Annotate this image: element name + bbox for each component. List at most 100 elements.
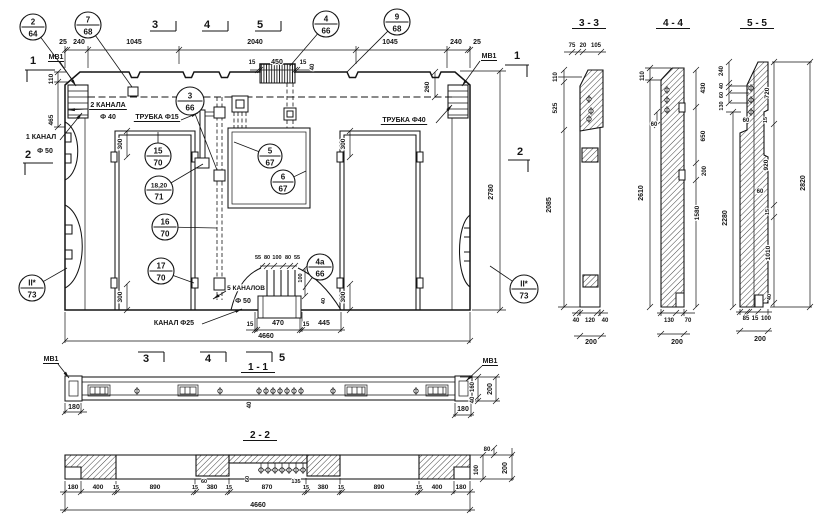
dim-label: 70 xyxy=(685,318,692,324)
dim-label: 40 xyxy=(573,318,580,324)
junction-boxes xyxy=(213,95,297,291)
dim-label: 2280 xyxy=(722,210,729,226)
channel-sill xyxy=(257,295,302,319)
section-2-2-view xyxy=(64,454,471,480)
dim-label: 2 xyxy=(25,149,31,161)
dim-label: 1 xyxy=(30,55,36,67)
dim-label: 3 - 3 xyxy=(579,18,599,29)
dim-label: 5 xyxy=(279,352,285,364)
balloon-sheet-number: 68 xyxy=(84,28,93,37)
dim-label: 2 xyxy=(517,146,523,158)
dim-label: 200 xyxy=(502,462,509,474)
dim-label: 445 xyxy=(318,320,330,327)
balloon-position-number: 18,20 xyxy=(151,183,168,190)
balloon-sheet-number: 67 xyxy=(279,185,288,194)
dim-label: 240 xyxy=(73,39,85,46)
balloon-position-number: 9 xyxy=(395,13,400,22)
dim-label: 180 xyxy=(457,406,469,413)
balloon-position-number: 4а xyxy=(316,258,325,267)
dim-label: 180 xyxy=(456,484,467,491)
dim-label: 130 xyxy=(719,101,725,110)
dim-label: 100 xyxy=(761,316,772,322)
dim-label: 25 xyxy=(473,39,481,46)
dim-label: 75 xyxy=(569,43,576,49)
dim-label: 200 xyxy=(671,339,683,346)
dim-label: ТРУБКА Ф15 xyxy=(135,114,178,121)
channel-boxes xyxy=(87,384,449,397)
dim-label: 2 КАНАЛА xyxy=(90,102,125,109)
dim-label: 400 xyxy=(432,484,443,491)
dim-label: 60 xyxy=(719,92,725,98)
balloon-sheet-number: 64 xyxy=(29,30,38,39)
dim-label: 920 xyxy=(763,159,770,170)
dimension-lines xyxy=(54,46,814,514)
dim-label: 15 xyxy=(249,60,256,66)
lifting-pockets xyxy=(64,121,471,289)
dim-label: 55 xyxy=(255,255,261,261)
balloon-sheet-number: 70 xyxy=(157,274,166,283)
dim-label: 40 xyxy=(310,63,316,70)
dim-label: 120 xyxy=(585,318,596,324)
dim-label: 2 - 2 xyxy=(250,430,270,441)
dim-label: 135 xyxy=(291,479,300,485)
dim-label: 465 xyxy=(48,114,55,125)
balloon-sheet-number: 73 xyxy=(520,292,529,301)
dim-label: 300 xyxy=(340,138,347,149)
section-1-1-view xyxy=(64,375,473,402)
dim-label: Ф 50 xyxy=(235,298,251,305)
dim-label: 15 xyxy=(752,316,759,322)
dim-label: 1010 xyxy=(765,245,772,260)
section-4-4-view xyxy=(660,67,686,308)
dim-label: 260 xyxy=(424,81,431,92)
dim-label: 40 xyxy=(719,83,725,89)
dim-label: 180 xyxy=(68,404,80,411)
dim-label: 380 xyxy=(318,484,329,491)
dim-label: 4660 xyxy=(250,502,266,509)
dim-label: Ф 40 xyxy=(100,114,116,121)
dim-label: 15 xyxy=(303,485,309,491)
dim-label: 60 xyxy=(757,189,764,195)
dim-label: 470 xyxy=(272,320,284,327)
dim-label: 5 - 5 xyxy=(747,18,767,29)
dim-label: 2780 xyxy=(488,184,495,200)
dim-label: 180 xyxy=(68,484,79,491)
dim-label: 40 xyxy=(247,401,253,408)
dim-label: 890 xyxy=(150,484,161,491)
balloon-position-number: II* xyxy=(520,280,528,289)
balloon-sheet-number: 66 xyxy=(316,270,325,279)
balloon-sheet-number: 70 xyxy=(154,159,163,168)
dim-label: 4 xyxy=(205,353,212,365)
vent-block xyxy=(259,63,296,84)
dim-label: 380 xyxy=(207,484,218,491)
dim-label: 105 xyxy=(591,43,602,49)
balloon-sheet-number: 66 xyxy=(186,104,195,113)
section-3-3-view xyxy=(579,69,604,308)
dim-label: 300 xyxy=(340,291,347,302)
dim-label: 15 xyxy=(226,485,232,491)
dim-label: 3 xyxy=(143,353,149,365)
dim-label: 110 xyxy=(48,73,55,84)
dim-label: 1580 xyxy=(694,205,701,220)
dim-label: 240 xyxy=(719,65,725,76)
dim-label: 2085 xyxy=(546,197,553,213)
dim-label: 130 xyxy=(664,318,675,324)
dim-label: МВ1 xyxy=(483,358,498,365)
lifting-anchor xyxy=(127,86,139,97)
dim-label: 40 xyxy=(321,298,327,304)
balloon-position-number: II* xyxy=(28,279,36,288)
dim-label: 85 xyxy=(743,316,750,322)
dim-label: 15 xyxy=(303,322,310,328)
dim-label: 15 xyxy=(113,485,119,491)
dim-label: 100 xyxy=(298,273,304,282)
balloon-position-number: 17 xyxy=(157,262,166,271)
dim-label: Ф 50 xyxy=(37,148,53,155)
dim-label: 25 xyxy=(59,39,67,46)
balloon-position-number: 16 xyxy=(161,218,170,227)
dim-label: 40 xyxy=(767,294,773,300)
dim-label: 40 xyxy=(470,396,476,403)
dim-label: 15 xyxy=(765,209,771,215)
dim-label: 55 xyxy=(294,255,300,261)
dim-label: МВ1 xyxy=(482,53,497,60)
dim-label: 1045 xyxy=(382,39,398,46)
